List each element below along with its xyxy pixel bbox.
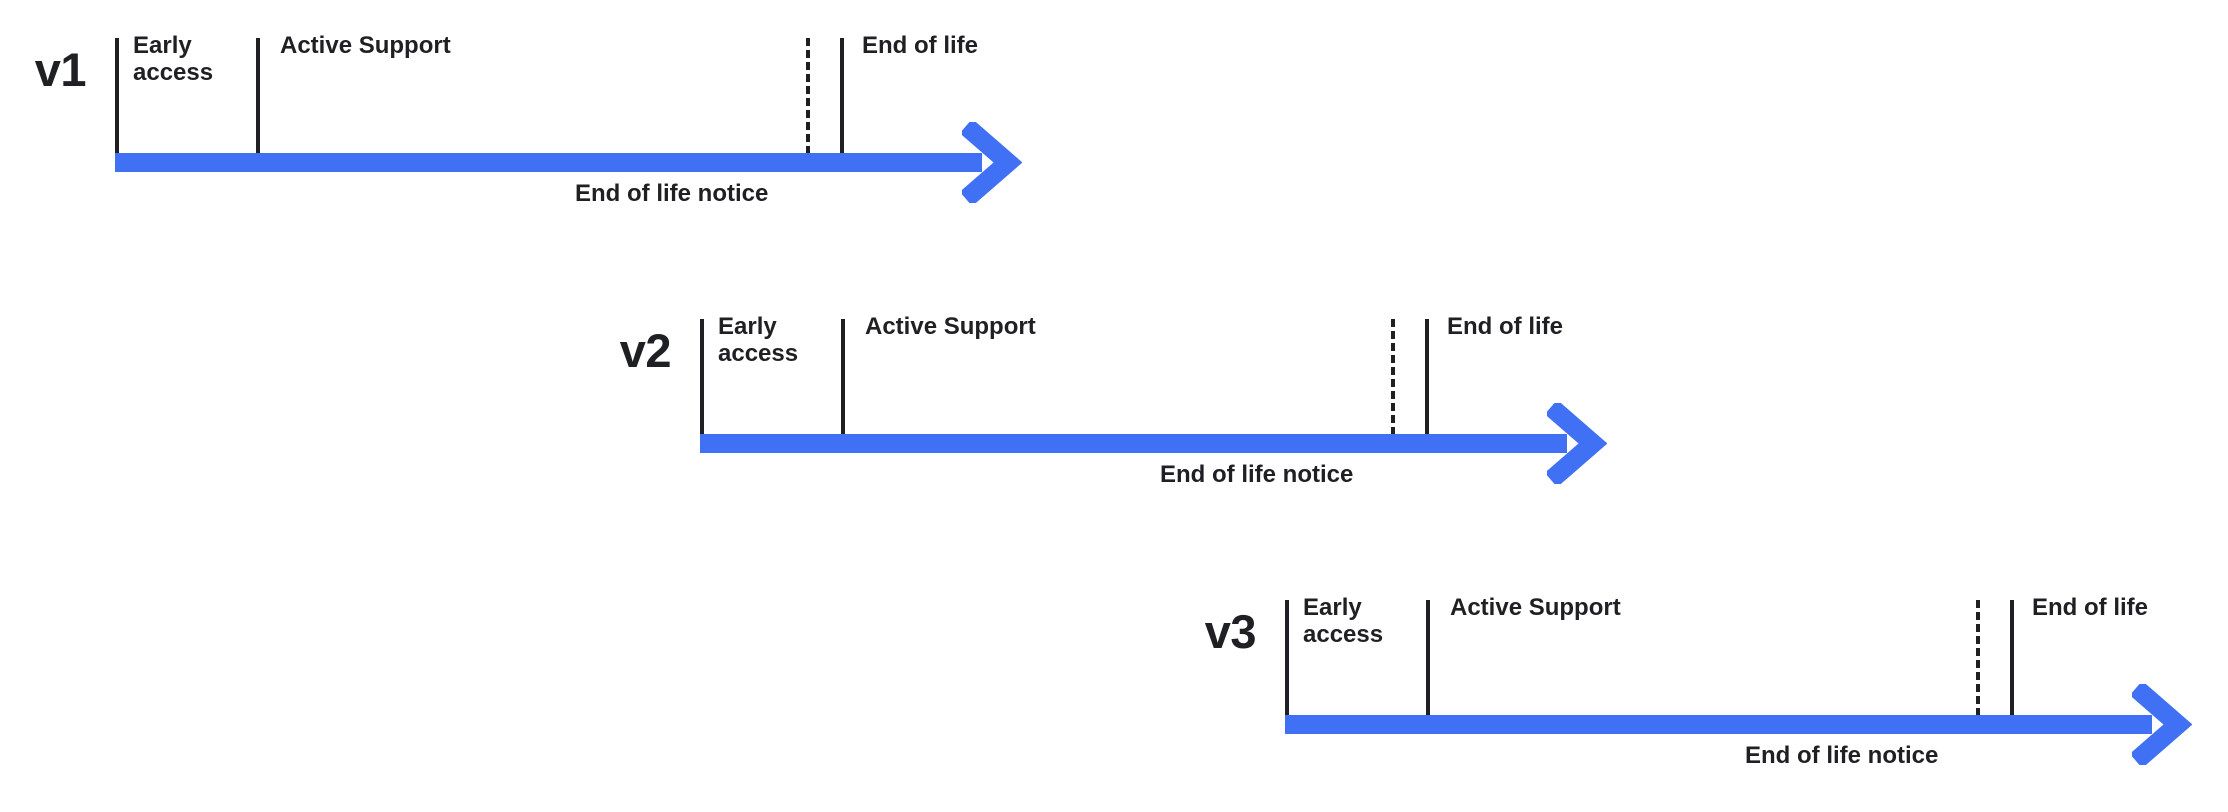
phase-rule-active-support-start [256, 38, 260, 154]
phase-label-early-access: Early access [133, 32, 214, 86]
phase-label-end-of-life: End of life [2032, 594, 2148, 621]
lifecycle-track [115, 153, 982, 172]
lifecycle-track [1285, 715, 2152, 734]
version-label-v3: v3 [1204, 605, 1257, 658]
timeline-row-v1: v1 Early access Active Support End of li… [0, 0, 2228, 260]
end-of-life-notice-label: End of life notice [575, 180, 769, 207]
phase-label-active-support: Active Support [280, 32, 451, 59]
timeline-row-v3: v3 Early access Active Support End of li… [1170, 562, 2228, 812]
end-of-life-notice-marker [806, 38, 810, 154]
end-of-life-notice-label: End of life notice [1745, 742, 1939, 769]
phase-label-end-of-life: End of life [862, 32, 978, 59]
end-of-life-notice-marker [1976, 600, 1980, 716]
phase-rule-end-of-life-start [840, 38, 844, 154]
timeline-row-v2: v2 Early access Active Support End of li… [585, 281, 2228, 541]
arrow-head-icon [1547, 403, 1607, 484]
phase-label-early-access: Early access [1303, 594, 1384, 648]
phase-rule-active-support-start [841, 319, 845, 435]
phase-rule-early-access-start [115, 38, 119, 154]
version-label-v1: v1 [34, 43, 87, 96]
end-of-life-notice-label: End of life notice [1160, 461, 1354, 488]
phase-label-end-of-life: End of life [1447, 313, 1563, 340]
phase-rule-end-of-life-start [2010, 600, 2014, 716]
phase-label-active-support: Active Support [865, 313, 1036, 340]
end-of-life-notice-marker [1391, 319, 1395, 435]
phase-rule-early-access-start [700, 319, 704, 435]
phase-label-early-access: Early access [718, 313, 799, 367]
phase-rule-end-of-life-start [1425, 319, 1429, 435]
arrow-head-icon [2132, 684, 2192, 765]
phase-rule-active-support-start [1426, 600, 1430, 716]
lifecycle-track [700, 434, 1567, 453]
version-label-v2: v2 [619, 324, 672, 377]
arrow-head-icon [962, 122, 1022, 203]
phase-label-active-support: Active Support [1450, 594, 1621, 621]
phase-rule-early-access-start [1285, 600, 1289, 716]
